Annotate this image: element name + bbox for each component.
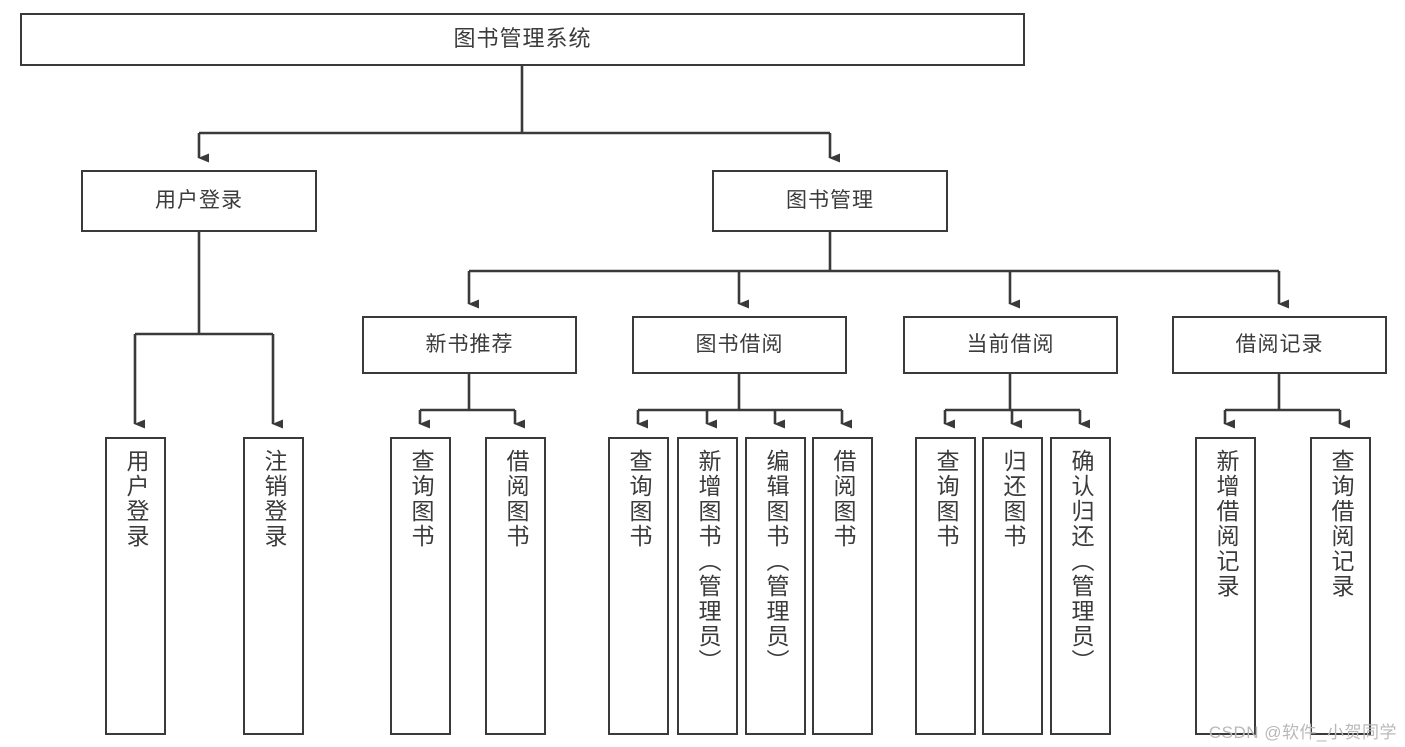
node-label: 图书管理 <box>786 189 874 213</box>
node-user-login[interactable]: 用户登录 <box>81 170 317 232</box>
node-borrow-records[interactable]: 借阅记录 <box>1172 316 1387 374</box>
node-label: 归还图书 <box>1000 449 1026 549</box>
node-current-borrow[interactable]: 当前借阅 <box>903 316 1118 374</box>
node-label: 用户登录 <box>155 189 243 213</box>
node-leaf-add-borrow-record[interactable]: 新增借阅记录 <box>1195 437 1256 735</box>
node-leaf-logout[interactable]: 注销登录 <box>243 437 304 735</box>
node-label: 注销登录 <box>261 449 287 549</box>
node-label: 新增借阅记录 <box>1213 449 1239 599</box>
node-leaf-edit-book-admin[interactable]: 编辑图书（管理员） <box>745 437 806 735</box>
node-leaf-query-book-current[interactable]: 查询图书 <box>915 437 976 735</box>
node-leaf-borrow-book-recommend[interactable]: 借阅图书 <box>485 437 546 735</box>
node-label: 编辑图书（管理员） <box>763 449 789 674</box>
node-label: 查询图书 <box>626 449 652 549</box>
node-leaf-query-book-borrow[interactable]: 查询图书 <box>608 437 669 735</box>
node-label: 新增图书（管理员） <box>695 449 721 674</box>
node-root-book-management-system[interactable]: 图书管理系统 <box>20 13 1025 66</box>
node-label: 查询借阅记录 <box>1328 449 1354 599</box>
node-book-management[interactable]: 图书管理 <box>712 170 948 232</box>
node-label: 确认归还（管理员） <box>1068 449 1094 674</box>
node-label: 图书借阅 <box>695 333 784 357</box>
node-leaf-confirm-return-admin[interactable]: 确认归还（管理员） <box>1050 437 1111 735</box>
node-leaf-add-book-admin[interactable]: 新增图书（管理员） <box>677 437 738 735</box>
node-label: 查询图书 <box>408 449 434 549</box>
node-leaf-borrow-book[interactable]: 借阅图书 <box>812 437 873 735</box>
node-label: 新书推荐 <box>425 333 514 357</box>
node-label: 借阅图书 <box>503 449 529 549</box>
node-leaf-user-login[interactable]: 用户登录 <box>105 437 166 735</box>
node-leaf-return-book[interactable]: 归还图书 <box>982 437 1043 735</box>
node-leaf-query-book-recommend[interactable]: 查询图书 <box>390 437 451 735</box>
node-leaf-query-borrow-record[interactable]: 查询借阅记录 <box>1310 437 1371 735</box>
node-label: 借阅图书 <box>830 449 856 549</box>
node-label: 用户登录 <box>123 449 149 549</box>
node-label: 查询图书 <box>933 449 959 549</box>
node-label: 图书管理系统 <box>453 26 592 52</box>
watermark: CSDN @软件_小贺同学 <box>1208 723 1397 742</box>
node-label: 当前借阅 <box>966 333 1055 357</box>
node-new-book-recommend[interactable]: 新书推荐 <box>362 316 577 374</box>
node-label: 借阅记录 <box>1235 333 1324 357</box>
node-book-borrow[interactable]: 图书借阅 <box>632 316 847 374</box>
